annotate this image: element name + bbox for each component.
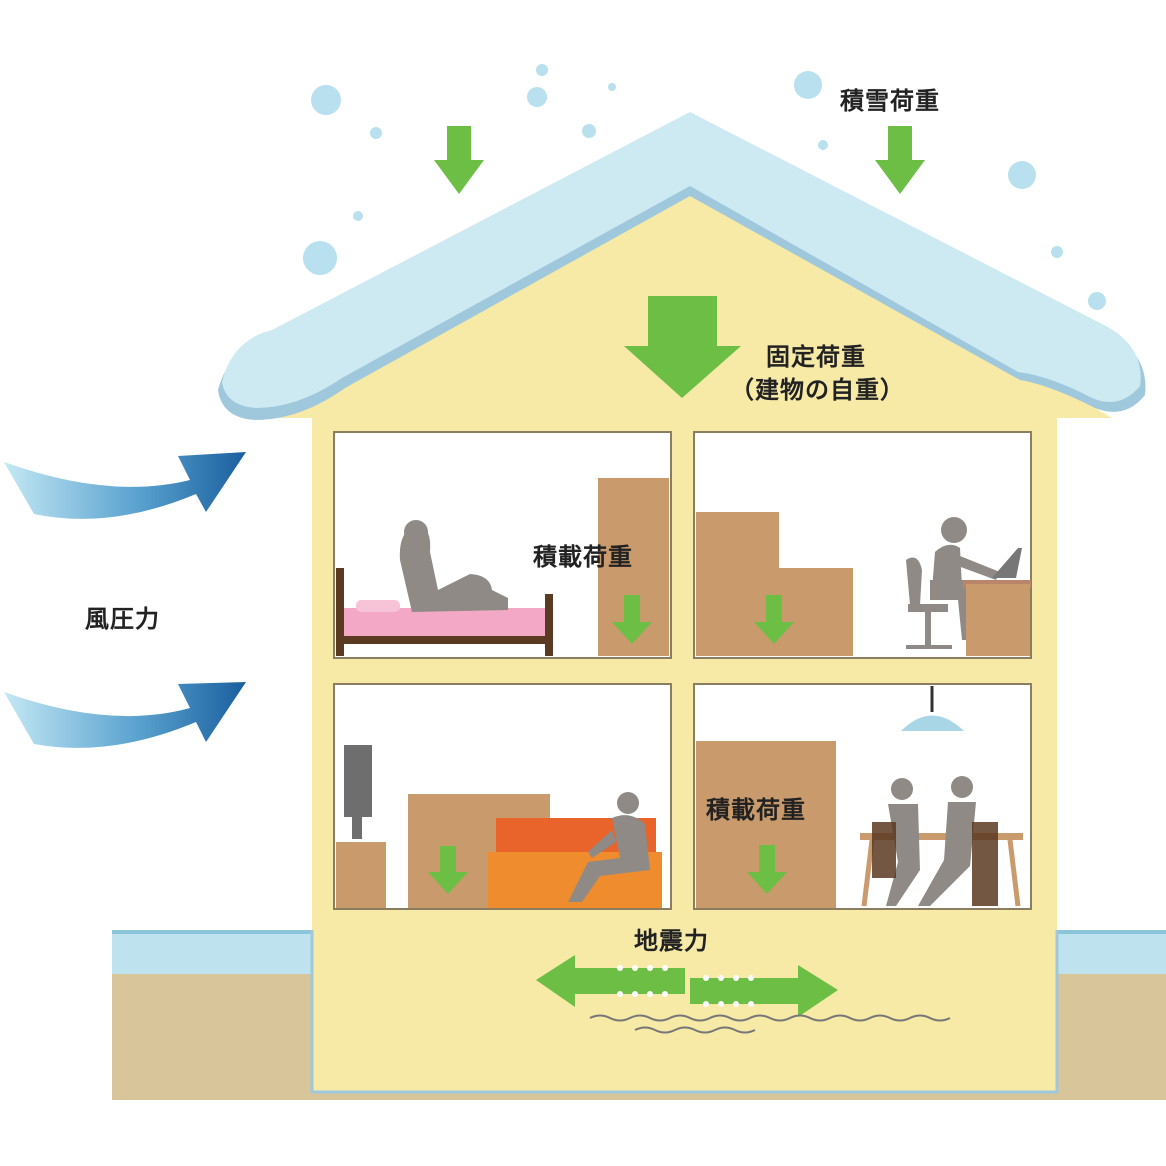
dead-load-label: 固定荷重 xyxy=(766,343,866,371)
seismic-arrows xyxy=(536,955,838,1017)
live-load-arrow xyxy=(612,595,652,644)
ground-wave xyxy=(589,1014,951,1034)
dead-load-sublabel: （建物の自重） xyxy=(730,376,905,404)
wind-arrows xyxy=(4,452,246,748)
dead-load-arrow xyxy=(624,296,741,398)
person-silhouette xyxy=(568,815,650,902)
snowflakes xyxy=(303,64,1106,310)
live-load-label-upper: 積載荷重 xyxy=(533,543,633,571)
bedroom xyxy=(336,520,553,656)
living-room xyxy=(336,745,662,908)
person-silhouette xyxy=(399,524,508,612)
seismic-arrow xyxy=(690,965,838,1017)
load-arrows xyxy=(428,126,925,894)
live-load-arrow xyxy=(754,595,794,644)
wind-pressure-label: 風圧力 xyxy=(85,605,160,633)
desk-worker xyxy=(906,517,1031,656)
snow-load-arrow xyxy=(434,126,484,194)
live-load-arrow xyxy=(428,846,468,894)
wind-arrow xyxy=(4,452,246,519)
wind-arrow xyxy=(4,682,246,748)
snow-load-label: 積雪荷重 xyxy=(840,87,940,115)
live-load-arrow xyxy=(747,845,787,894)
seismic-force-label: 地震力 xyxy=(634,927,709,955)
dining-room xyxy=(696,686,1023,908)
storage-boxes-upper-right xyxy=(696,512,853,656)
snow-load-arrow xyxy=(875,126,925,194)
lamp xyxy=(901,715,964,731)
snow-roof xyxy=(218,112,1146,420)
live-load-label-lower: 積載荷重 xyxy=(706,796,806,824)
